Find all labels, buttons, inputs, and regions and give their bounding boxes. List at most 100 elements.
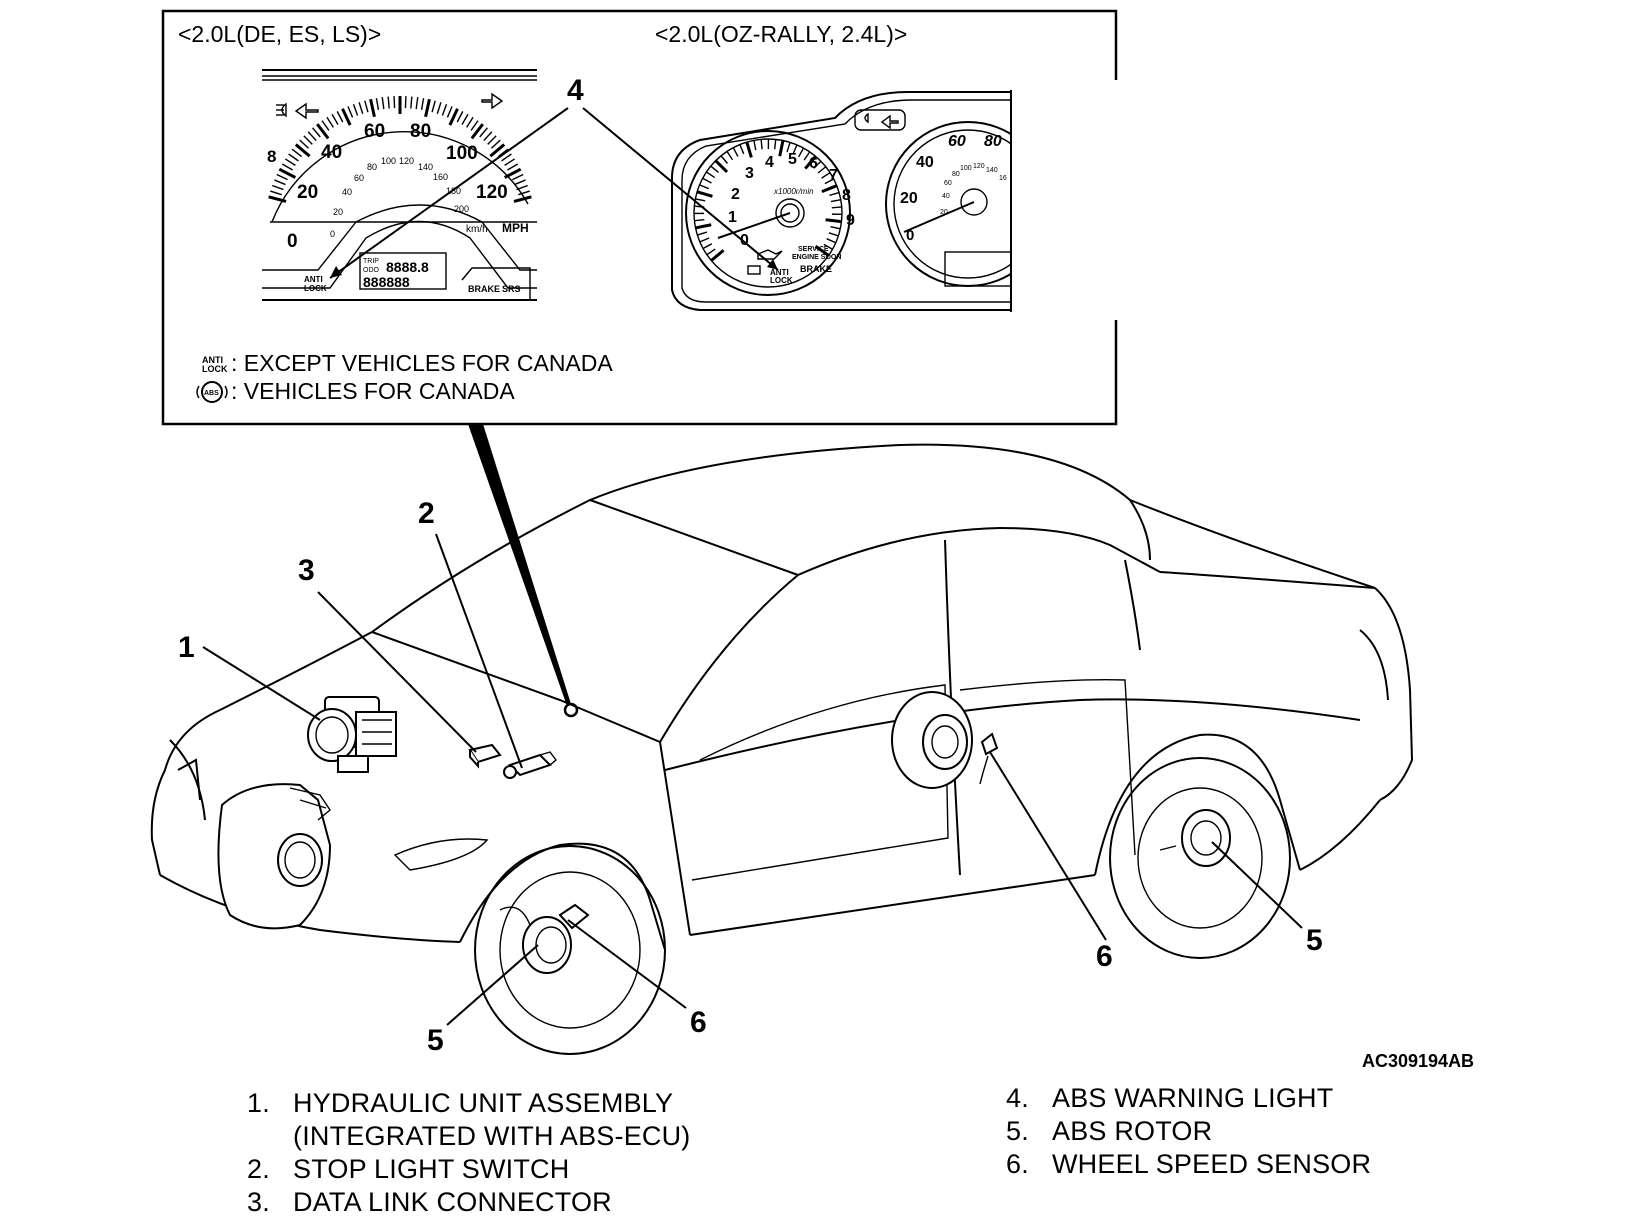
legend-item-1: 1. HYDRAULIC UNIT ASSEMBLY: [247, 1087, 691, 1120]
brake-indicator: BRAKE: [468, 284, 500, 294]
speedometer-tick: [504, 158, 516, 166]
legend-item-2: 2. STOP LIGHT SWITCH: [247, 1153, 691, 1186]
callout-6-rear-label: 6: [1096, 940, 1113, 973]
callout-5-rear-label: 5: [1306, 924, 1323, 957]
key-canada: : VEHICLES FOR CANADA: [231, 378, 515, 404]
legend-item-2-text: STOP LIGHT SWITCH: [293, 1154, 570, 1184]
kmh-label-80: 80: [367, 162, 377, 172]
tachometer-tick: [710, 165, 719, 173]
service-engine-soon-top: SERVICE: [798, 246, 829, 253]
legend-item-6-text: WHEEL SPEED SENSOR: [1052, 1149, 1372, 1179]
rpm-0: 0: [740, 232, 749, 249]
speedometer-tick: [514, 179, 526, 186]
legend-item-4: 4. ABS WARNING LIGHT: [1006, 1082, 1371, 1115]
speedometer-tick: [288, 153, 299, 162]
turn-left-indicator-icon: [880, 114, 899, 130]
symbol-key: ANTI LOCK : EXCEPT VEHICLES FOR CANADA A…: [196, 350, 613, 404]
speed-small-80: 80: [952, 171, 960, 178]
speedometer-tick: [404, 96, 407, 109]
tachometer-tick: [694, 218, 705, 222]
speedometer-tick: [326, 116, 334, 128]
speedometer-tick: [364, 100, 369, 113]
speedometer-tick: [446, 106, 453, 118]
legend-item-2-num: 2.: [247, 1154, 270, 1184]
speedometer-tick: [358, 102, 364, 114]
unit-mph: MPH: [502, 221, 529, 235]
data-link-connector: [468, 743, 502, 769]
speed-small-60: 60: [944, 180, 952, 187]
speedometer-tick: [274, 179, 286, 186]
callout-5-front: 5: [427, 944, 539, 1057]
tachometer-tick: [753, 140, 757, 151]
rpm-9: 9: [846, 212, 855, 229]
speedometer-tick: [303, 135, 313, 145]
odometer-bottom: 888888: [363, 274, 410, 290]
hydraulic-unit-assembly: [307, 696, 397, 773]
key-except-canada: : EXCEPT VEHICLES FOR CANADA: [231, 350, 613, 376]
turn-right-arrow-icon: [481, 92, 504, 110]
tachometer-tick: [778, 140, 785, 157]
headlight-indicator-icon: [864, 112, 869, 124]
speedometer-tick: [516, 184, 529, 191]
anti-lock-indicator-top: ANTI: [304, 275, 323, 284]
tachometer-tick: [831, 206, 842, 209]
speedometer-tick: [507, 163, 519, 171]
inset-variant-right: <2.0L(OZ-RALLY, 2.4L)>: [655, 21, 907, 47]
tachometer-tick: [720, 155, 728, 164]
speedometer-tick: [268, 195, 287, 203]
speedometer-tick: [420, 97, 425, 111]
speedometer-tick: [336, 111, 344, 123]
callout-5-rear: 5: [1211, 841, 1323, 957]
legend-item-6: 6. WHEEL SPEED SENSOR: [1006, 1148, 1371, 1181]
legend-item-4-text: ABS WARNING LIGHT: [1052, 1083, 1334, 1113]
speedometer-tick: [424, 98, 431, 118]
tachometer-tick: [830, 225, 841, 230]
rpm-1: 1: [728, 209, 737, 226]
tachometer-tick: [699, 184, 710, 190]
tachometer-tick: [760, 139, 763, 150]
trip-label: TRIP: [363, 258, 379, 265]
kmh-label-40: 40: [342, 187, 352, 197]
rpm-6: 6: [809, 155, 818, 172]
speed-20: 20: [900, 190, 918, 207]
mph-label-40: 40: [321, 142, 342, 163]
speedometer-tick: [312, 127, 321, 138]
inset-variant-left: <2.0L(DE, ES, LS)>: [178, 21, 381, 47]
speed-80: 80: [984, 133, 1002, 150]
tachometer-tick: [826, 238, 837, 244]
mph-label-120: 120: [476, 182, 508, 203]
speed-40: 40: [916, 154, 934, 171]
legend-item-3-text: DATA LINK CONNECTOR: [293, 1187, 612, 1217]
tachometer-tick: [798, 147, 805, 158]
tachometer-tick: [821, 172, 831, 179]
callout-5-front-label: 5: [427, 1024, 444, 1057]
svg-text:ABS: ABS: [204, 390, 219, 397]
battery-icon: [747, 265, 761, 275]
kmh-label-120: 120: [399, 156, 414, 166]
tachometer-tick: [804, 155, 817, 170]
speedometer-tick: [487, 135, 497, 145]
service-engine-soon-bottom: ENGINE SOON: [792, 254, 841, 261]
turn-left-arrow-icon: [294, 102, 319, 120]
speedometer-tick: [456, 111, 464, 123]
speedometer-tick: [276, 173, 288, 181]
rear-left-abs-rotor-sensor: [891, 691, 999, 789]
callout-6-front: 6: [567, 919, 707, 1039]
callout-3: 3: [298, 554, 477, 753]
speedometer-tick: [352, 103, 359, 116]
kmh-label-160: 160: [433, 172, 448, 182]
rpm-2: 2: [731, 186, 740, 203]
high-beam-icon: [276, 102, 287, 118]
tachometer-cluster-right: 0 1 2 3 4 5 6 7 8 9 x1000r/min SERVICE E…: [671, 80, 1121, 320]
speed-small-20: 20: [940, 209, 948, 216]
inset-pointer-wedge: [468, 424, 571, 706]
tachometer-tick: [817, 166, 827, 174]
mph-label-60: 60: [364, 121, 385, 142]
rpm-5: 5: [788, 151, 797, 168]
rpm-7: 7: [829, 167, 838, 184]
speed-small-140: 140: [986, 167, 998, 174]
speedometer-tick: [369, 98, 376, 118]
speedometer-tick: [393, 96, 396, 109]
tachometer-tick: [714, 159, 729, 174]
